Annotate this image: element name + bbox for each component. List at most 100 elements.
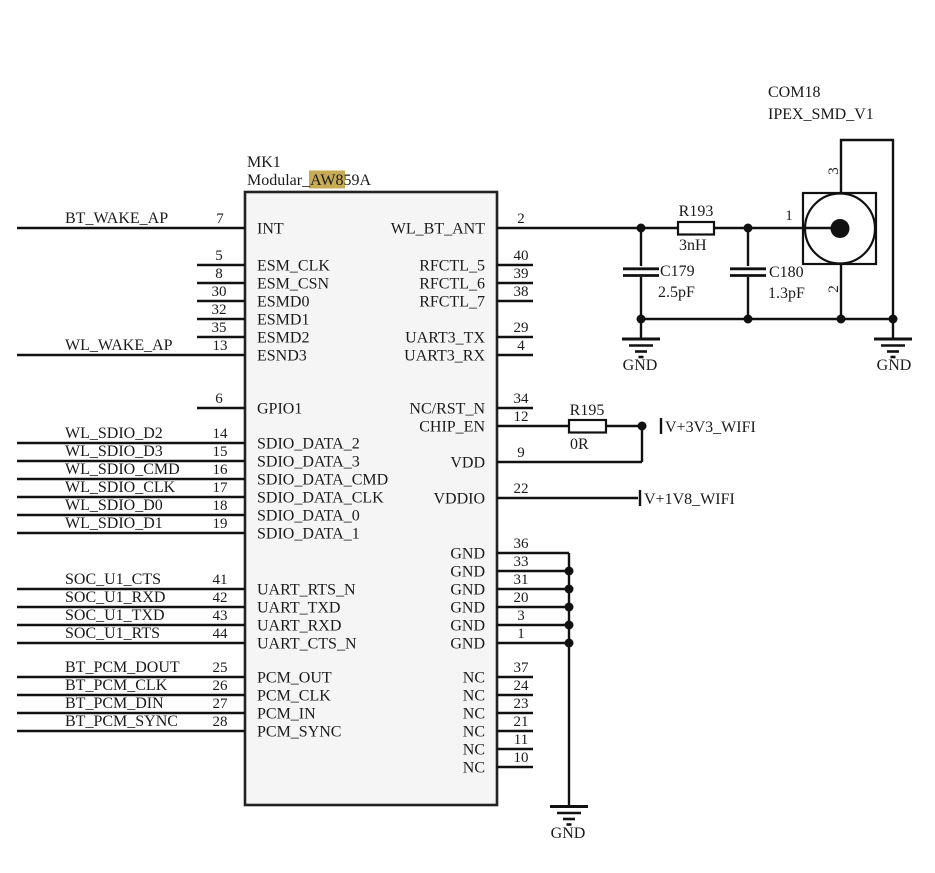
pin-name: NC [463, 688, 485, 705]
capacitor-c179-body[interactable] [623, 267, 659, 277]
chip-mk1[interactable]: MK1 Modular_AW859A [243, 154, 499, 807]
pin-number: 1 [517, 626, 525, 642]
net-label-bt_pcm_sync[interactable]: BT_PCM_SYNC [65, 713, 178, 730]
pin-name: PCM_CLK [257, 688, 331, 705]
net-label-bt_pcm_clk[interactable]: BT_PCM_CLK [65, 677, 168, 694]
pin-number: 22 [514, 481, 529, 497]
pin-number: 2 [517, 211, 525, 227]
c180-value: 1.3pF [768, 285, 805, 302]
pin-number: 17 [213, 480, 229, 496]
pin-number: 44 [213, 626, 229, 642]
chip-body[interactable] [243, 190, 499, 807]
pin-number: 31 [514, 572, 529, 588]
pin-name: NC [463, 742, 485, 759]
pin-number: 10 [514, 750, 529, 766]
pin-name: ESMD0 [257, 294, 309, 311]
pin-name: UART_CTS_N [257, 636, 357, 653]
pin-name: CHIP_EN [419, 419, 485, 436]
gnd-label: GND [551, 825, 586, 842]
pin-number: 43 [213, 608, 228, 624]
pin-name: UART_RTS_N [257, 582, 356, 599]
pin-name: GND [450, 564, 485, 581]
pin-number: 35 [212, 320, 227, 336]
pin-number: 16 [213, 462, 229, 478]
pin-number: 38 [514, 284, 529, 300]
net-label-bt_pcm_din[interactable]: BT_PCM_DIN [65, 695, 164, 712]
antenna-net: R193 3nH C179 2.5pF C180 1.3pF COM18 IPE… [622, 84, 912, 374]
pin-name: PCM_SYNC [257, 724, 341, 741]
pin-name: NC [463, 670, 485, 687]
pin-number: 42 [213, 590, 228, 606]
pin-number: 29 [514, 320, 529, 336]
net-label-bt_wake_ap[interactable]: BT_WAKE_AP [65, 210, 168, 227]
pin-name: RFCTL_6 [419, 276, 485, 293]
inductor-r193-body[interactable] [676, 220, 716, 236]
c180-refdes: C180 [769, 264, 804, 281]
pin-number: 28 [213, 714, 228, 730]
pin-number: 4 [517, 338, 525, 354]
net-label-wl_sdio_d3[interactable]: WL_SDIO_D3 [65, 443, 163, 460]
connector-com18[interactable]: COM18 IPEX_SMD_V1 1 3 2 [748, 84, 895, 319]
pin-name: PCM_IN [257, 706, 316, 723]
net-label-wl_sdio_d0[interactable]: WL_SDIO_D0 [65, 497, 163, 514]
junction-dot [637, 421, 647, 431]
pin-number: 13 [213, 338, 228, 354]
com18-refdes: COM18 [768, 84, 820, 101]
pin-number: 40 [514, 248, 529, 264]
pin-number: 14 [213, 426, 229, 442]
pin-name: GND [450, 636, 485, 653]
junction-dot [743, 223, 753, 233]
chip-value-suffix: 59A [343, 172, 371, 189]
pin-number: 26 [213, 678, 229, 694]
pin-number: 41 [213, 572, 228, 588]
pin-number: 37 [514, 660, 530, 676]
net-label-soc_u1_cts[interactable]: SOC_U1_CTS [65, 571, 161, 588]
pin-number: 19 [213, 516, 228, 532]
r193-value: 3nH [679, 237, 707, 254]
net-label-wl_wake_ap[interactable]: WL_WAKE_AP [65, 337, 173, 354]
pin-name: PCM_OUT [257, 670, 332, 687]
pin-number: 39 [514, 266, 529, 282]
pin-name: UART3_RX [404, 348, 485, 365]
r195-value: 0R [570, 436, 589, 453]
pin-number: 21 [514, 714, 529, 730]
net-label-soc_u1_txd[interactable]: SOC_U1_TXD [65, 607, 165, 624]
com18-pin3-wire [839, 138, 895, 319]
net-label-wl_sdio_d2[interactable]: WL_SDIO_D2 [65, 425, 163, 442]
resistor-r195-body[interactable] [567, 418, 608, 434]
com18-pin3-number: 3 [826, 167, 842, 175]
gnd-label: GND [623, 357, 658, 374]
junction-dot [743, 314, 753, 324]
pin-name: SDIO_DATA_3 [257, 454, 360, 471]
net-label-wl_sdio_clk[interactable]: WL_SDIO_CLK [65, 479, 176, 496]
pin-name: ESM_CLK [257, 258, 330, 275]
r195-refdes: R195 [570, 402, 605, 419]
pin-number: 32 [212, 302, 227, 318]
c179-refdes: C179 [660, 263, 695, 280]
net-label-soc_u1_rxd[interactable]: SOC_U1_RXD [65, 589, 165, 606]
net-label-soc_u1_rts[interactable]: SOC_U1_RTS [65, 625, 160, 642]
pin-name: SDIO_DATA_2 [257, 436, 360, 453]
net-label-wl_sdio_cmd[interactable]: WL_SDIO_CMD [65, 461, 180, 478]
chip-refdes: MK1 [247, 154, 281, 171]
pin-name: GND [450, 618, 485, 635]
chip-value: Modular_AW859A [247, 172, 371, 189]
pin-name: GND [450, 600, 485, 617]
pin-name: RFCTL_7 [419, 294, 485, 311]
junction-dot [836, 314, 846, 324]
pin-number: 25 [213, 660, 228, 676]
r193-refdes: R193 [679, 203, 714, 220]
pin-number: 24 [514, 678, 530, 694]
capacitor-c180-body[interactable] [730, 267, 766, 277]
net-label-wl_sdio_d1[interactable]: WL_SDIO_D1 [65, 515, 163, 532]
pin-name: SDIO_DATA_CMD [257, 472, 388, 489]
pin-name: RFCTL_5 [419, 258, 485, 275]
net-label-bt_pcm_dout[interactable]: BT_PCM_DOUT [65, 659, 180, 676]
net-label-v3v3-wifi: V+3V3_WIFI [665, 419, 756, 436]
pin-name: GND [450, 582, 485, 599]
pin-name: NC/RST_N [409, 401, 485, 418]
pin-number: 23 [514, 696, 529, 712]
